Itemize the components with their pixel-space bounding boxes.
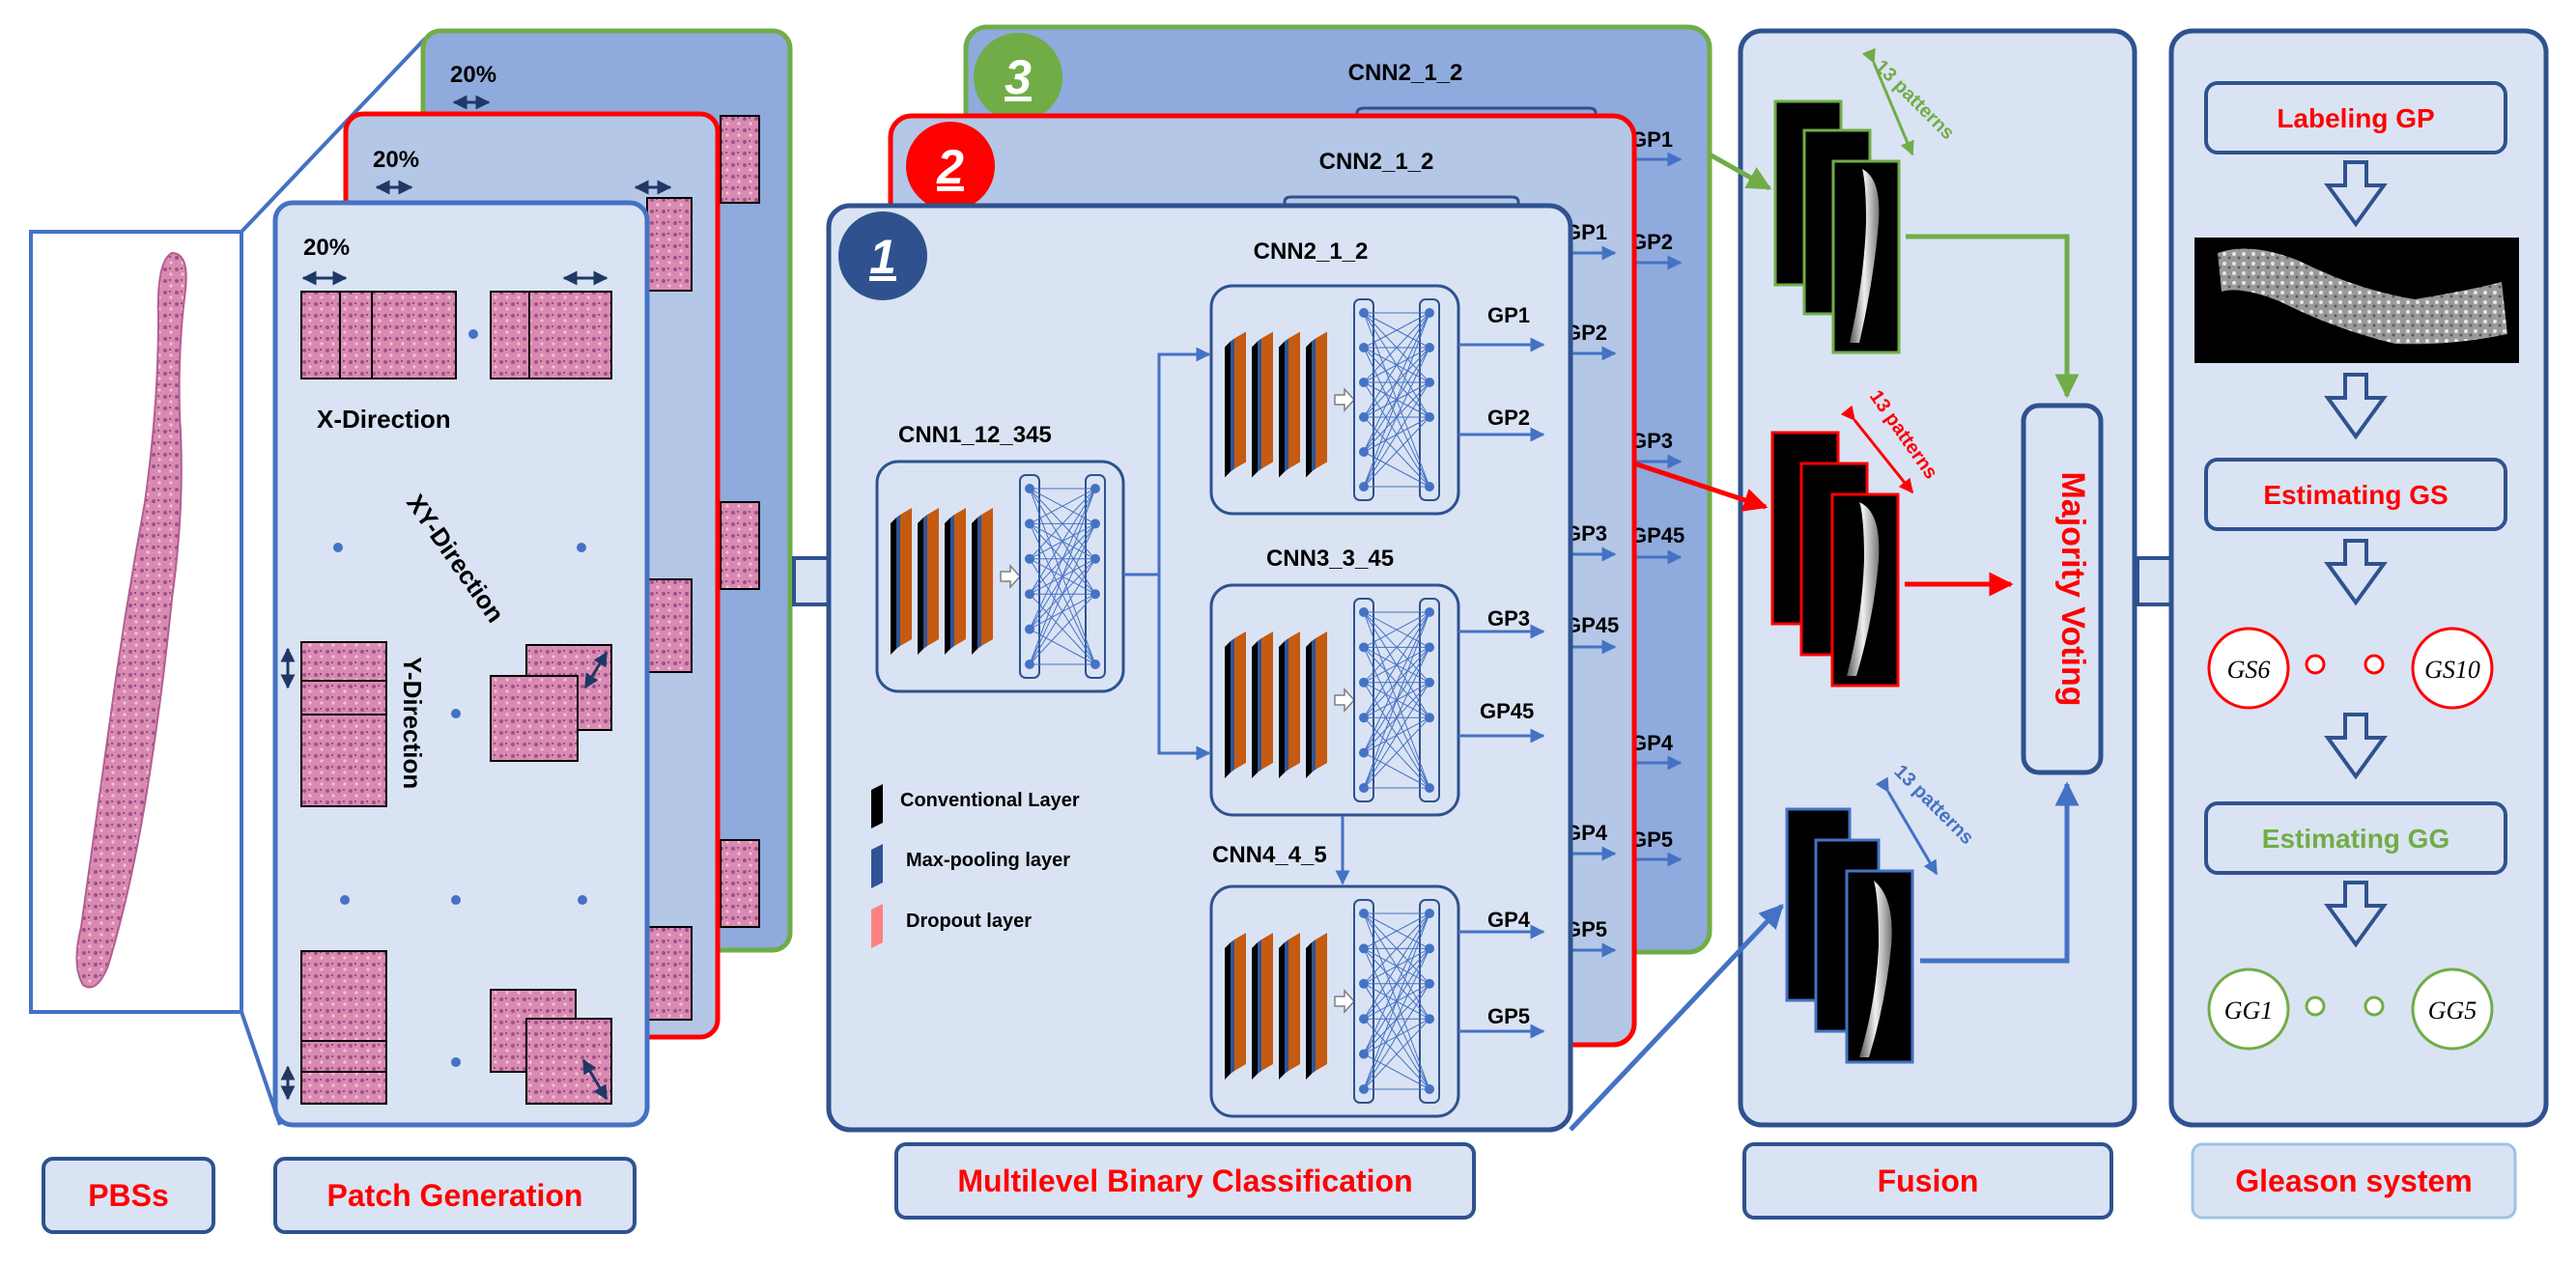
svg-text:GP2: GP2: [1630, 230, 1673, 254]
majority-voting-label: Majority Voting: [2054, 471, 2091, 706]
gs10-circle: [2411, 627, 2494, 710]
gg5-label: GG5: [2428, 996, 2477, 1024]
badge-2: [906, 122, 995, 210]
out-gp3: GP3: [1487, 606, 1530, 631]
labeling-gp-box: [2204, 81, 2507, 154]
layer-legend: [871, 784, 883, 948]
cnn4-label: CNN4_4_5: [1212, 842, 1327, 868]
cnn3-label: CNN3_3_45: [1266, 546, 1394, 572]
down-arrow-4: [2324, 713, 2388, 780]
svg-text:1: 1: [869, 230, 896, 284]
patch-bottom-left: [280, 950, 387, 1105]
svg-text:GP4: GP4: [1630, 731, 1674, 755]
down-arrow-3: [2324, 539, 2388, 606]
svg-text:GP1: GP1: [1630, 127, 1673, 152]
cnn2-label: CNN2_1_2: [1254, 239, 1369, 265]
fusion-images-blue: [1785, 776, 1939, 1064]
gleason-label-box: [2191, 1142, 2517, 1220]
patch-panel-front: [272, 200, 650, 1128]
down-arrow-1: [2324, 160, 2388, 228]
svg-text:3: 3: [1005, 50, 1032, 104]
patch-xy-block: [451, 644, 612, 762]
svg-text:CNN2_1_2: CNN2_1_2: [1348, 60, 1463, 86]
badge-1: [838, 211, 927, 300]
fusion-label: Fusion: [1878, 1164, 1979, 1198]
patch-pct-back: 20%: [450, 62, 496, 88]
tree-connectors: [1123, 347, 1350, 885]
legend-conventional: Conventional Layer: [900, 790, 1080, 811]
arrow-green-to-vote: [1906, 234, 2080, 399]
gg1-circle: [2207, 968, 2290, 1051]
mbc-label-box: [894, 1142, 1476, 1220]
arrow-red-to-fusion: [1633, 461, 1769, 512]
out-gp4: GP4: [1487, 908, 1531, 932]
patch-bottom-right: [451, 989, 612, 1105]
cnn3-block: [1209, 583, 1460, 817]
svg-text:CNN2_1_2: CNN2_1_2: [1319, 149, 1434, 175]
patch-pct-middle: 20%: [373, 147, 419, 173]
cnn1-block: [875, 460, 1125, 693]
pbs-label: PBSs: [88, 1178, 169, 1213]
gs6-label: GS6: [2227, 656, 2271, 684]
svg-text:GP45: GP45: [1630, 523, 1684, 547]
pbs-label-box: [42, 1157, 215, 1234]
svg-text:2: 2: [936, 140, 964, 194]
down-arrow-2: [2324, 373, 2388, 440]
legend-dropout: Dropout layer: [906, 911, 1032, 932]
arrow-blue-to-fusion: [1569, 904, 1784, 1132]
patch-label-box: [273, 1157, 637, 1234]
out-gp45: GP45: [1480, 699, 1534, 723]
patch-x-row: [300, 291, 612, 379]
fusion-images-red: [1770, 405, 1914, 688]
gleason-label: Gleason system: [2235, 1164, 2472, 1198]
estimating-gg-box: [2204, 801, 2507, 875]
pbs-slide: [29, 230, 243, 1014]
patch-y-column: [280, 641, 387, 807]
patch-label: Patch Generation: [327, 1178, 583, 1213]
mbc-label: Multilevel Binary Classification: [957, 1164, 1412, 1198]
svg-text:GP5: GP5: [1630, 828, 1673, 852]
labeling-gp-label: Labeling GP: [2277, 103, 2434, 133]
cnn1-label: CNN1_12_345: [898, 422, 1052, 448]
out-gp5: GP5: [1487, 1004, 1530, 1028]
arrow-green-to-fusion: [1708, 152, 1772, 191]
gs10-label: GS10: [2424, 656, 2480, 684]
down-arrow-5: [2324, 881, 2388, 948]
estimating-gg-label: Estimating GG: [2262, 824, 2449, 854]
cnn4-block: [1209, 884, 1460, 1118]
svg-text:GP3: GP3: [1630, 429, 1673, 453]
gg1-label: GG1: [2224, 996, 2274, 1024]
labeled-gp-image: [2194, 238, 2519, 363]
estimating-gs-label: Estimating GS: [2263, 480, 2448, 510]
fusion-label-box: [1742, 1142, 2113, 1220]
arrow-blue-to-vote: [1920, 781, 2080, 964]
cnn2-block: [1209, 284, 1460, 516]
legend-maxpool: Max-pooling layer: [906, 850, 1070, 871]
majority-voting-box: [2021, 403, 2104, 775]
badge-3: [974, 33, 1062, 122]
estimating-gs-box: [2204, 458, 2507, 531]
zoom-line-top: [240, 37, 427, 234]
gs6-circle: [2207, 627, 2290, 710]
x-direction-label: X-Direction: [317, 405, 451, 434]
svg-text:GP45: GP45: [1565, 613, 1619, 637]
out-gp2: GP2: [1487, 406, 1530, 430]
y-direction-label: Y-Direction: [398, 657, 427, 789]
out-gp1: GP1: [1487, 303, 1530, 327]
fusion-images-green: [1773, 47, 1914, 354]
patch-pct-front: 20%: [303, 235, 350, 261]
gg5-circle: [2411, 968, 2494, 1051]
